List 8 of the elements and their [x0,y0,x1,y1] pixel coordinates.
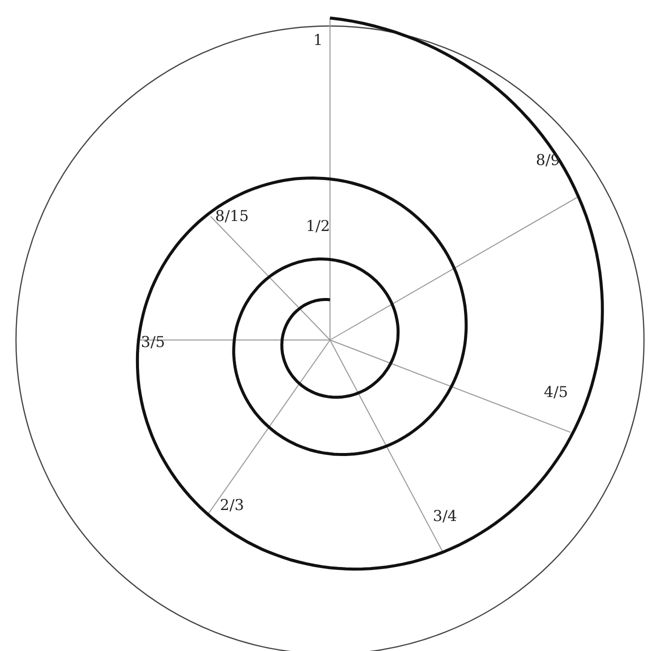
ratio-label: 3/5 [140,333,166,351]
ratio-label: 8/9 [536,151,560,169]
ratio-label: 4/5 [544,383,568,401]
ratio-label: 8/15 [215,207,249,225]
ratio-label: 1 [313,31,323,49]
ratio-label: 3/4 [432,507,458,525]
ratio-label: 2/3 [220,496,244,514]
ratio-label: 1/2 [306,217,330,235]
